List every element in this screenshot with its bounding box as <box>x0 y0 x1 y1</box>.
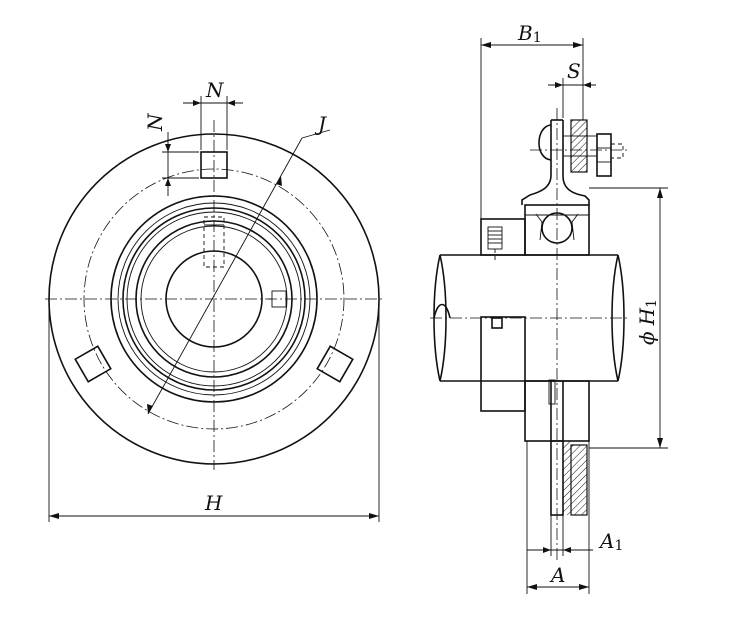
housing-ring-2 <box>117 202 311 396</box>
front-view <box>45 96 385 522</box>
j-leader-tail <box>301 129 331 139</box>
side-view <box>430 38 668 594</box>
j-arrow-bottom <box>147 404 153 414</box>
bolt-hole-top <box>200 151 228 179</box>
seal-left <box>535 213 543 241</box>
bolt-hole-right <box>316 345 354 383</box>
bearing-ring-inner-edge <box>126 211 302 387</box>
shaft-bore <box>165 250 263 348</box>
label-h: H <box>204 491 223 515</box>
housing-outer-ring <box>110 195 318 403</box>
inner-ring-edge <box>140 225 288 373</box>
plate-notch <box>548 379 556 405</box>
j-arrow-top <box>276 176 282 186</box>
hatch-lower-left <box>563 441 571 515</box>
inner-ring <box>135 220 293 378</box>
hatch-lower <box>570 444 588 516</box>
collar-upper <box>480 218 526 262</box>
set-screw-right <box>268 290 287 308</box>
flange-bolt <box>538 124 624 177</box>
label-phi-h1: ϕH1 <box>635 299 660 345</box>
label-b1: B1 <box>517 21 542 46</box>
bearing-outer-ring <box>122 207 306 391</box>
label-n-top: N <box>205 78 225 102</box>
seal-right <box>571 213 579 241</box>
set-screw-top <box>203 216 225 268</box>
label-n-side: N <box>143 112 167 132</box>
label-a1: A1 <box>598 529 623 554</box>
label-s: S <box>567 59 581 83</box>
bolt-circle <box>83 168 345 430</box>
bolt-hole-left <box>74 345 112 383</box>
label-a: A <box>549 563 565 587</box>
hatch-upper <box>570 119 588 173</box>
locking-collar <box>480 316 526 412</box>
label-j: J <box>314 112 327 136</box>
